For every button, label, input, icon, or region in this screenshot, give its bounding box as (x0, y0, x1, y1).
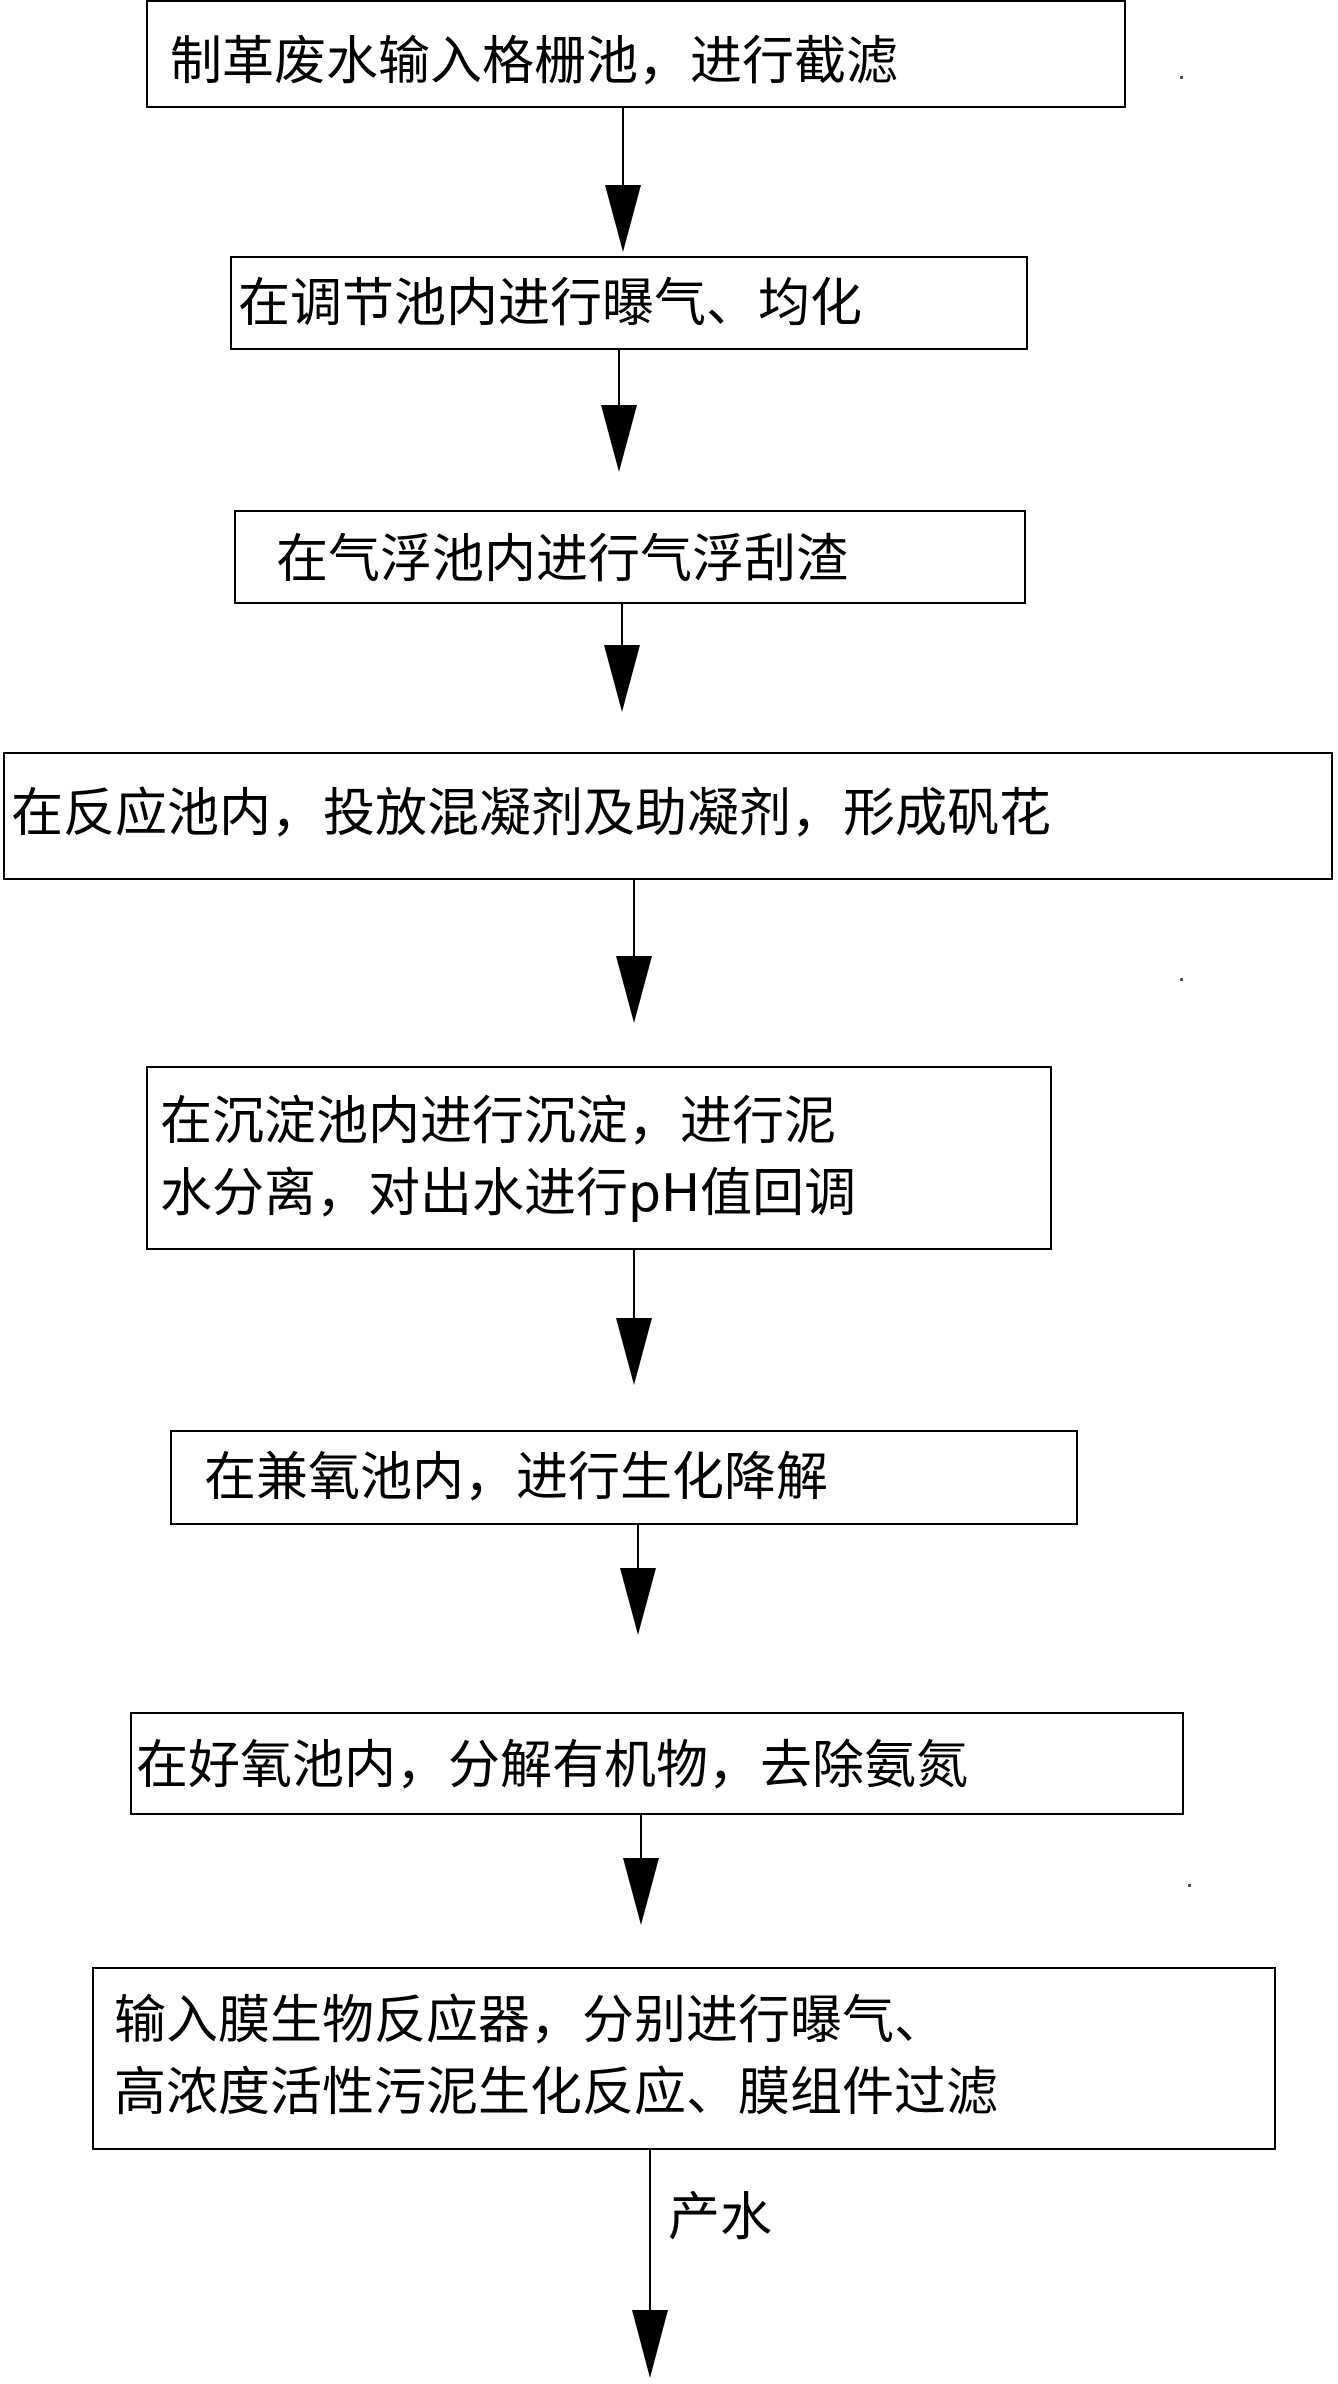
scan-speck (1188, 1884, 1191, 1887)
step-3-box: 在气浮池内进行气浮刮渣 (234, 510, 1026, 604)
step-1-text: 制革废水输入格栅池，进行截滤 (170, 32, 899, 92)
step-1-box: 制革废水输入格栅池，进行截滤 (146, 0, 1126, 108)
step-4-box: 在反应池内，投放混凝剂及助凝剂，形成矾花 (3, 752, 1333, 880)
step-2-text: 在调节池内进行曝气、均化 (238, 274, 863, 334)
scan-speck (1180, 76, 1183, 79)
arrowhead-1 (605, 185, 641, 252)
step-7-box: 在好氧池内，分解有机物，去除氨氮 (130, 1712, 1184, 1815)
step-8-text-line-1: 输入膜生物反应器，分别进行曝气、 (114, 1991, 947, 2051)
output-arrowhead (632, 2310, 668, 2378)
step-4-text: 在反应池内，投放混凝剂及助凝剂，形成矾花 (11, 784, 1052, 844)
step-8-text-line-2: 高浓度活性污泥生化反应、膜组件过滤 (114, 2063, 999, 2123)
arrowhead-4 (616, 956, 652, 1023)
arrowhead-2 (601, 405, 637, 472)
step-6-box: 在兼氧池内，进行生化降解 (170, 1430, 1078, 1525)
scan-speck (1180, 978, 1183, 981)
step-6-text: 在兼氧池内，进行生化降解 (204, 1448, 829, 1508)
arrowhead-7 (623, 1858, 659, 1925)
arrowhead-5 (616, 1318, 652, 1385)
step-5-text-line-1: 在沉淀池内进行沉淀，进行泥 (160, 1092, 837, 1152)
step-7-text: 在好氧池内，分解有机物，去除氨氮 (136, 1736, 969, 1796)
step-5-box: 在沉淀池内进行沉淀，进行泥 水分离，对出水进行pH值回调 (146, 1066, 1052, 1250)
output-label: 产水 (668, 2188, 773, 2248)
step-2-box: 在调节池内进行曝气、均化 (230, 256, 1028, 350)
arrowhead-6 (620, 1568, 656, 1635)
step-8-box: 输入膜生物反应器，分别进行曝气、 高浓度活性污泥生化反应、膜组件过滤 (92, 1967, 1276, 2150)
arrowhead-3 (604, 645, 640, 712)
step-3-text: 在气浮池内进行气浮刮渣 (276, 530, 849, 590)
step-5-text-line-2: 水分离，对出水进行pH值回调 (160, 1164, 857, 1224)
